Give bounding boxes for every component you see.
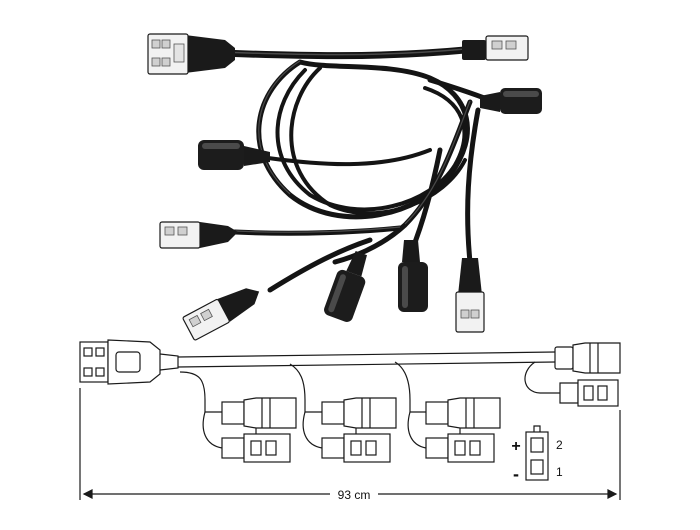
barrel-connector-left [198,140,270,170]
small-connector-bottom-left [182,288,260,341]
pin-number-bottom: 1 [556,465,563,479]
trunk-cable [216,46,469,60]
polarity-pinout-icon [525,425,549,481]
small-connector-top [462,35,529,61]
small-connector-bottom-right [455,258,485,333]
polarity-plus-sign: + [511,438,520,455]
pin-number-top: 2 [556,438,563,452]
polarity-minus-sign: - [513,464,519,484]
diagram-branch-2 [302,397,397,463]
cable-diagram [79,339,621,500]
barrel-connector-bottom-2 [398,240,428,312]
diagram-small-right [559,379,619,407]
barrel-connector-bottom-1 [324,251,367,322]
cable-photo [147,33,542,341]
length-dimension-line [79,388,621,500]
main-connector [147,33,235,75]
diagram-branch-1 [202,397,297,463]
diagram-branch-3 [407,397,501,463]
barrel-connector-right [480,88,542,114]
small-connector-mid-left [159,221,238,249]
diagram-barrel-right [554,342,621,374]
length-label: 93 cm [338,488,371,502]
diagram-main-connector [79,339,179,385]
cable-bundle [232,59,503,293]
